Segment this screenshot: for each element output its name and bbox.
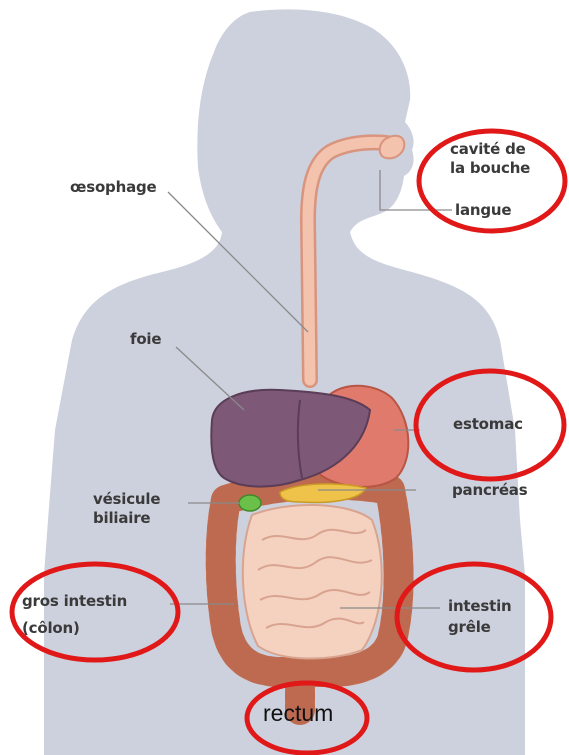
small-intestine	[243, 505, 382, 659]
gallbladder	[239, 495, 261, 511]
label-intestin-grele-2: grêle	[448, 618, 491, 637]
label-foie: foie	[130, 330, 161, 349]
label-rectum: rectum	[263, 704, 333, 723]
label-pancreas: pancréas	[452, 481, 527, 500]
label-intestin-grele-1: intestin	[448, 597, 511, 616]
label-oesophage: œsophage	[70, 178, 157, 197]
label-vesicule-2: biliaire	[93, 509, 150, 528]
label-gros-intestin-2: (côlon)	[22, 619, 80, 638]
label-bouche-2: la bouche	[450, 159, 530, 178]
label-vesicule-1: vésicule	[93, 490, 160, 509]
label-langue: langue	[455, 201, 511, 220]
label-bouche-1: cavité de	[450, 140, 526, 159]
label-estomac: estomac	[453, 415, 523, 434]
label-gros-intestin-1: gros intestin	[22, 592, 127, 611]
